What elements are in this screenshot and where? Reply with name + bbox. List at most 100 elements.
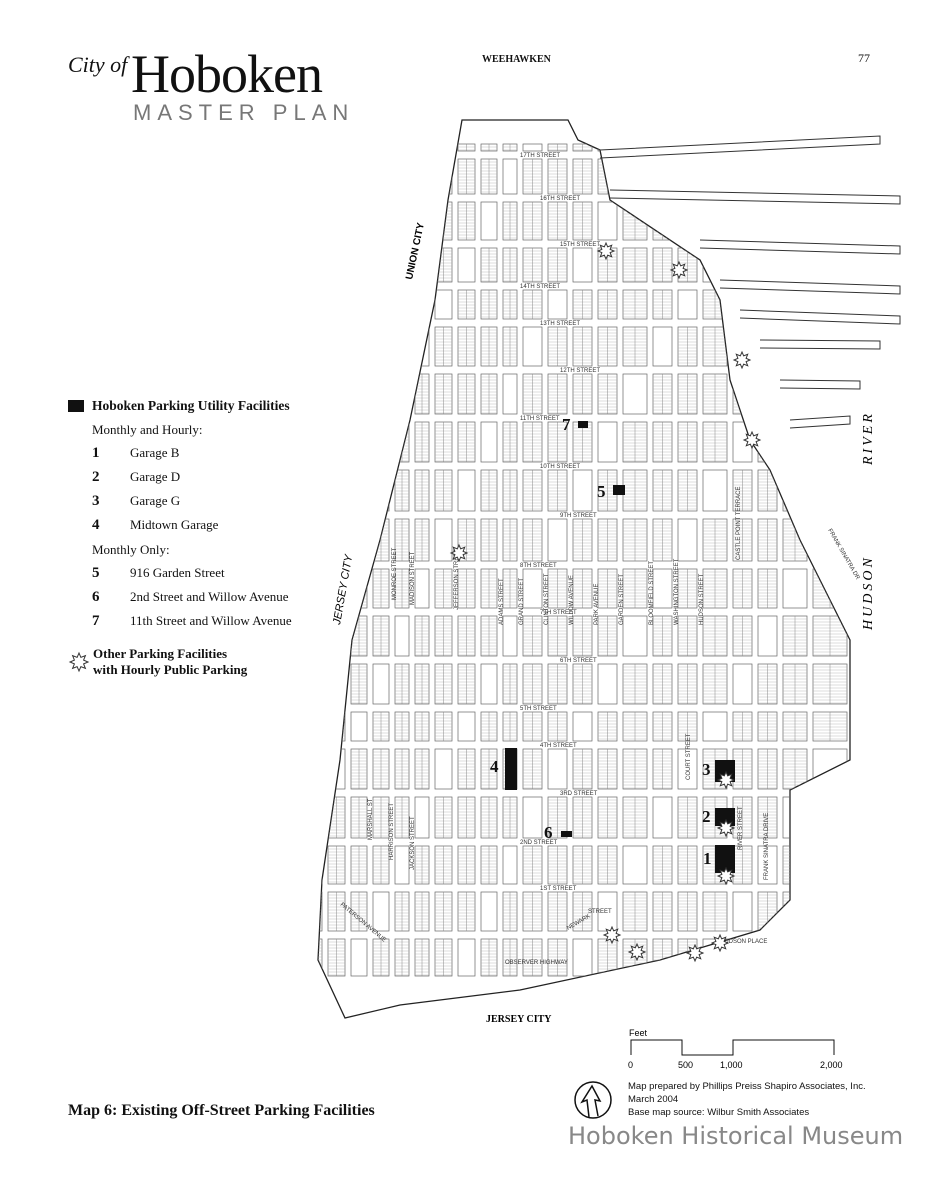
city-block — [622, 845, 648, 885]
city-block — [480, 663, 498, 705]
city-block — [652, 518, 673, 562]
city-block — [732, 748, 753, 790]
scale-unit: Feet — [629, 1028, 648, 1038]
scale-tick: 2,000 — [820, 1060, 843, 1070]
city-block — [480, 158, 498, 195]
other-parking-icon[interactable] — [602, 925, 622, 945]
city-block — [318, 289, 323, 320]
legend-number: 7 — [92, 613, 100, 629]
other-parking-icon[interactable] — [627, 942, 647, 962]
city-block — [572, 845, 593, 885]
city-block — [622, 568, 648, 609]
city-block — [502, 845, 518, 885]
other-parking-icon[interactable] — [596, 241, 616, 261]
city-block — [480, 201, 498, 241]
city-block — [572, 158, 593, 195]
city-block — [522, 518, 543, 562]
other-parking-icon[interactable] — [716, 866, 736, 886]
city-block — [394, 748, 410, 790]
city-block — [318, 326, 323, 367]
city-block — [732, 663, 753, 705]
street-label: FRANK SINATRA DR — [826, 528, 860, 581]
map-title: Map 6: Existing Off-Street Parking Facil… — [68, 1102, 375, 1119]
city-block — [414, 568, 430, 609]
city-block — [812, 247, 848, 283]
pier — [599, 135, 881, 159]
parking-facility-4[interactable] — [505, 748, 517, 790]
city-block — [457, 143, 476, 152]
city-block — [434, 938, 453, 977]
street-label: MADISON STREET — [410, 551, 416, 605]
city-block — [597, 845, 618, 885]
city-block — [394, 615, 410, 657]
street-label: 16TH STREET — [540, 196, 580, 202]
street-label: 14TH STREET — [520, 284, 560, 290]
city-block — [812, 938, 848, 977]
other-parking-icon[interactable] — [716, 818, 736, 838]
city-block — [502, 289, 518, 320]
legend-number: 6 — [92, 589, 100, 605]
label-jersey-city-west: JERSEY CITY — [331, 553, 355, 626]
credit-line: March 2004 — [628, 1094, 679, 1105]
city-block — [457, 373, 476, 415]
city-block — [572, 748, 593, 790]
city-block — [782, 326, 808, 367]
city-block — [318, 373, 323, 415]
city-block — [457, 326, 476, 367]
title-master-plan: MASTER PLAN — [133, 100, 355, 125]
parking-facility-1[interactable] — [715, 845, 735, 873]
city-block — [457, 796, 476, 839]
city-block — [350, 711, 368, 742]
parking-facility-2[interactable] — [715, 808, 735, 826]
city-block — [522, 469, 543, 512]
street-label: FRANK SINATRA DRIVE — [764, 813, 770, 880]
city-block — [480, 845, 498, 885]
city-block — [652, 615, 673, 657]
parking-facility-7[interactable] — [578, 421, 588, 428]
city-block — [434, 469, 453, 512]
street-label: CASTLE POINT TERRACE — [736, 487, 742, 560]
city-block — [457, 568, 476, 609]
city-block — [782, 158, 808, 195]
facility-number: 2 — [702, 807, 711, 826]
other-parking-icon[interactable] — [732, 350, 752, 370]
city-block — [457, 845, 476, 885]
other-parking-icon[interactable] — [716, 770, 736, 790]
city-block — [812, 201, 848, 241]
other-parking-icon[interactable] — [710, 933, 730, 953]
city-block — [652, 289, 673, 320]
city-block — [622, 289, 648, 320]
city-block — [547, 158, 568, 195]
city-block — [502, 938, 518, 977]
city-block — [677, 663, 698, 705]
city-block — [480, 938, 498, 977]
city-block — [547, 469, 568, 512]
other-parking-icon[interactable] — [449, 543, 469, 563]
city-block — [457, 247, 476, 283]
facility-number: 1 — [703, 849, 712, 868]
parking-facility-5[interactable] — [613, 485, 625, 495]
city-block — [732, 796, 753, 839]
city-block — [480, 247, 498, 283]
city-block — [652, 748, 673, 790]
city-block — [372, 615, 390, 657]
city-block — [394, 373, 410, 415]
other-parking-icon[interactable] — [669, 260, 689, 280]
city-block — [394, 568, 410, 609]
city-block — [434, 143, 453, 152]
street-label: COURT STREET — [686, 733, 692, 780]
city-block — [757, 518, 778, 562]
city-block — [372, 711, 390, 742]
city-block — [547, 568, 568, 609]
city-block — [732, 568, 753, 609]
label-weehawken: WEEHAWKEN — [482, 54, 551, 65]
city-block — [502, 796, 518, 839]
other-parking-icon[interactable] — [742, 430, 762, 450]
city-block — [414, 518, 430, 562]
city-block — [327, 289, 346, 320]
parking-facility-6[interactable] — [561, 831, 572, 837]
legend-name: 11th Street and Willow Avenue — [130, 613, 292, 628]
city-block — [372, 938, 390, 977]
other-parking-icon[interactable] — [685, 943, 705, 963]
pier — [789, 415, 851, 429]
